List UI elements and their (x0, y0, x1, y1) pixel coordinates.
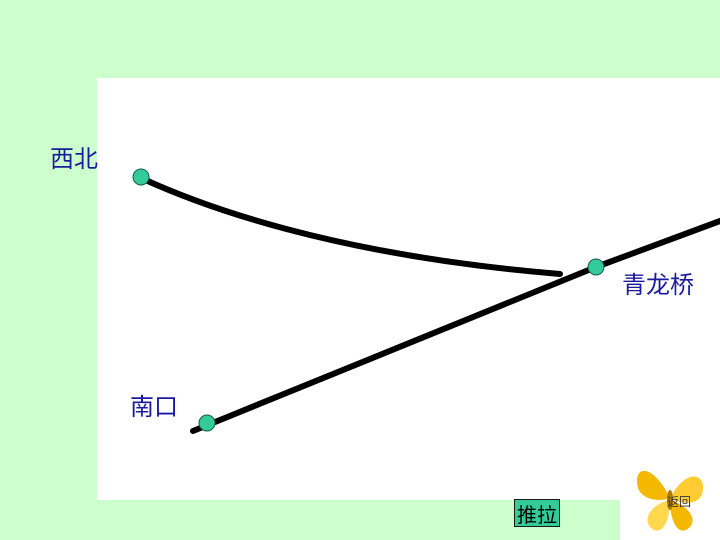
track-qinglongqiao-to-east (593, 218, 720, 270)
station-northwest-dot (132, 168, 150, 186)
station-label-nankou: 南口 (130, 393, 178, 421)
track-northwest-to-qinglongqiao (138, 175, 563, 277)
station-label-qinglongqiao: 青龙桥 (622, 271, 694, 299)
back-label: 返回 (667, 495, 692, 509)
station-label-northwest: 西北 (50, 145, 98, 173)
push-pull-button[interactable]: 推拉 (514, 499, 560, 527)
butterfly-icon (636, 470, 704, 531)
station-qinglongqiao-dot (587, 258, 605, 276)
station-nankou-dot (198, 414, 216, 432)
track-nankou-to-qinglongqiao (190, 264, 599, 434)
back-button[interactable] (632, 456, 708, 536)
